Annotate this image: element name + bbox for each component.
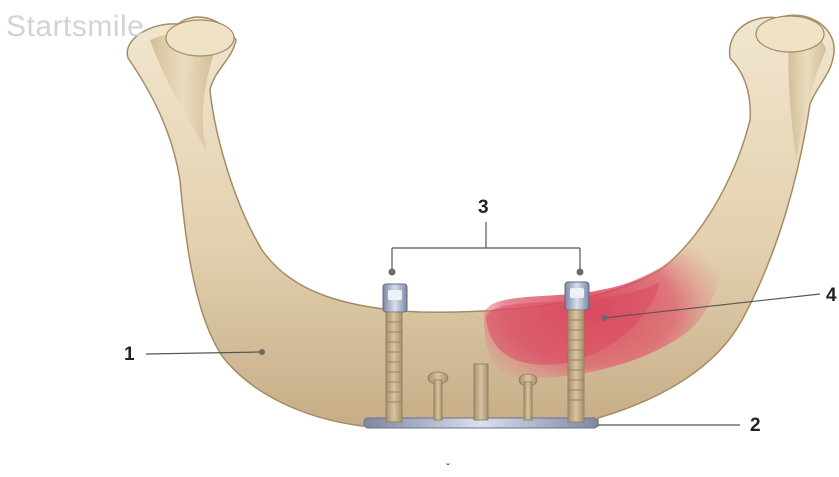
left-condyle xyxy=(166,20,234,56)
right-condyle xyxy=(756,16,824,52)
footer-mark: ˇ xyxy=(446,462,450,474)
watermark-text: Startsmile xyxy=(6,10,144,44)
callout-label-1: 1 xyxy=(124,345,135,364)
callout-label-4: 4 xyxy=(826,286,837,305)
callout-label-2: 2 xyxy=(750,416,761,435)
callout-label-3: 3 xyxy=(478,198,489,217)
